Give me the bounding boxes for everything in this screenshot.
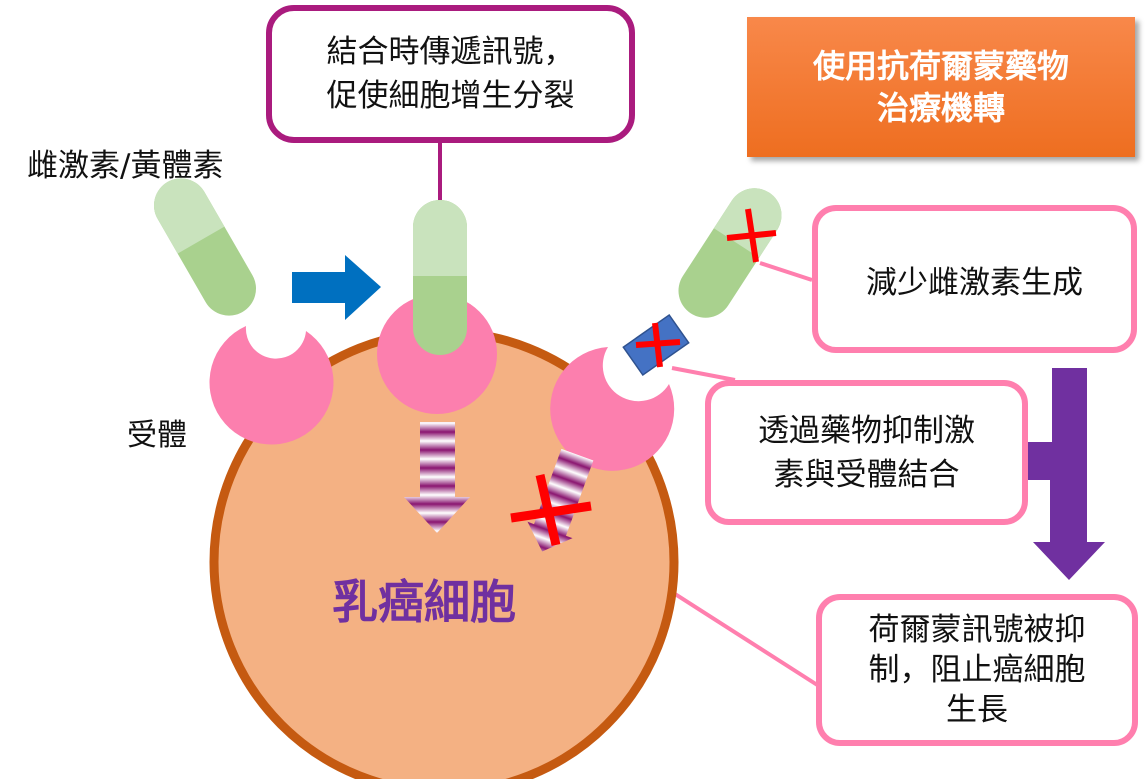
- reduce-callout-connector: [759, 261, 813, 282]
- drug-blocker: [622, 313, 690, 377]
- blocked-hormone: [678, 188, 782, 318]
- binding-arrow: [292, 255, 381, 320]
- signal-inhibited-text: 荷爾蒙訊號被抑 制，阻止癌細胞 生長: [868, 612, 1086, 728]
- signal-inhibited-callout: 荷爾蒙訊號被抑 制，阻止癌細胞 生長: [816, 594, 1138, 746]
- block-binding-callout: 透過藥物抑制激 素與受體結合: [705, 380, 1028, 525]
- blocked-signal-arrow: [527, 448, 594, 552]
- reduce-estrogen-callout: 減少雌激素生成: [812, 205, 1137, 353]
- free-hormone: [154, 178, 256, 316]
- block-binding-text: 透過藥物抑制激 素與受體結合: [758, 412, 975, 493]
- receptor-blocked: [550, 347, 675, 471]
- block-x-hormone: [726, 208, 777, 263]
- signal-callout-text: 結合時傳遞訊號， 促使細胞增生分裂: [326, 34, 575, 114]
- hormone-label: 雌激素/黃體素: [27, 148, 224, 184]
- receptor-empty: [209, 326, 334, 445]
- block-x-signal: [510, 473, 592, 547]
- bound-hormone: [413, 200, 467, 355]
- cancer-cell-label: 乳癌細胞: [332, 575, 516, 629]
- flow-arrow: [1027, 368, 1105, 580]
- block-callout-connector: [671, 366, 736, 382]
- receptor-label: 受體: [127, 418, 187, 453]
- title: 使用抗荷爾蒙藥物 治療機轉: [812, 47, 1069, 127]
- signal-arrow: [404, 422, 470, 533]
- signal-callout: 結合時傳遞訊號， 促使細胞增生分裂: [266, 5, 635, 143]
- reduce-estrogen-text: 減少雌激素生成: [866, 264, 1083, 301]
- title-box: 使用抗荷爾蒙藥物 治療機轉: [747, 17, 1135, 157]
